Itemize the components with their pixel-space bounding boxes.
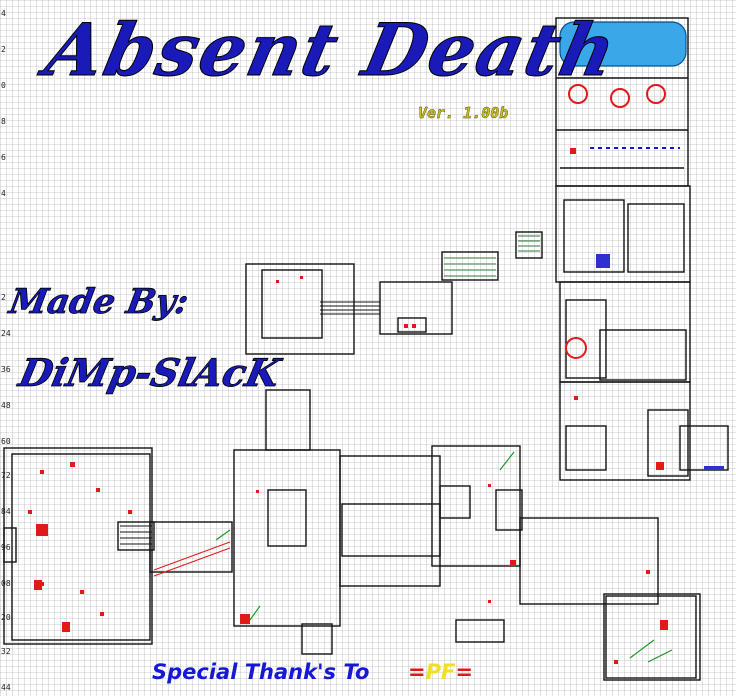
upper-room-chamber [627,203,685,273]
north-annex [379,281,453,335]
southeast-building [603,593,701,681]
red-square-marker-icon [510,560,516,566]
annex-block [397,317,427,333]
red-square-marker-icon [276,280,279,283]
middle-room [565,299,607,379]
north-room [245,263,355,355]
green-path [629,639,655,659]
red-square-marker-icon [36,524,48,536]
east-hall-core [439,485,471,519]
red-square-marker-icon [28,510,32,514]
lower-room [647,409,689,477]
south-gate [455,619,505,643]
grid-label: 8 [1,117,6,126]
grid-label: 20 [1,613,11,622]
red-connector [153,541,231,571]
grid-label: 72 [1,471,11,480]
red-square-marker-icon [40,470,44,474]
red-square-marker-icon [240,614,250,624]
west-stairs [117,521,155,551]
red-square-marker-icon [300,276,303,279]
red-square-marker-icon [646,570,650,574]
grid-label: 6 [1,153,6,162]
version-label: Ver. 1.00b [418,104,509,122]
green-path [249,605,261,621]
red-circle-spawn-icon [646,84,666,104]
red-circle-spawn-icon [610,88,630,108]
grid-label: 08 [1,579,11,588]
grid-label: 44 [1,683,11,692]
red-circle-spawn-icon [565,337,587,359]
red-square-marker-icon [34,580,42,590]
author-name: DiMp-SlAcK [15,350,285,396]
red-square-marker-icon [128,510,132,514]
west-entrance [3,527,17,563]
red-square-marker-icon [614,660,618,664]
east-hall [431,445,521,567]
grid-label: 36 [1,365,11,374]
red-square-marker-icon [100,612,104,616]
grid-label: 48 [1,401,11,410]
grid-label: 4 [1,189,6,198]
grid-label: 96 [1,543,11,552]
thanks-label: Special Thank's To [152,660,370,684]
grid-label: 4 [1,9,6,18]
red-square-marker-icon [70,462,75,467]
east-hall-wing [495,489,523,531]
red-square-marker-icon [656,462,664,470]
grid-label: 84 [1,507,11,516]
red-square-marker-icon [404,324,408,328]
credit-left: = [408,660,426,684]
credit-right: = [455,660,473,684]
blue-object [596,254,610,268]
north-room-inner [261,269,323,339]
lower-building [559,381,691,481]
blue-object [704,466,724,470]
green-path [215,529,231,541]
red-square-marker-icon [488,484,491,487]
red-square-marker-icon [96,488,100,492]
made-by-label: Made By: [6,282,192,323]
tower-top [265,389,311,451]
green-path [647,649,673,663]
green-path [499,451,515,471]
grid-label: 2 [1,45,6,54]
red-square-marker-icon [660,620,668,630]
central-hall-band [341,503,441,557]
credit-name: PF [425,660,456,684]
red-square-marker-icon [570,148,576,154]
tower-base [301,623,333,655]
red-square-marker-icon [412,324,416,328]
southeast-building-inner [605,595,697,679]
credit-tag: =PF= [408,660,473,684]
red-square-marker-icon [80,590,84,594]
west-connector [149,521,233,573]
stair-block [515,231,543,259]
pool-water-icon [559,21,687,67]
red-circle-spawn-icon [568,84,588,104]
red-connector [153,547,231,577]
red-square-marker-icon [256,490,259,493]
grid-label: 0 [1,81,6,90]
lower-room [565,425,607,471]
grid-label: 2 [1,293,6,302]
middle-room [599,329,687,381]
east-courtyard [519,517,659,605]
grid-label: 32 [1,647,11,656]
red-square-marker-icon [574,396,578,400]
grid-label: 24 [1,329,11,338]
red-square-marker-icon [62,622,70,632]
upper-room-chamber [563,199,625,273]
tower-core [267,489,307,547]
stair-bridge [441,251,499,281]
red-square-marker-icon [488,600,491,603]
grid-label: 60 [1,437,11,446]
map-title: Absent Death [39,7,626,93]
